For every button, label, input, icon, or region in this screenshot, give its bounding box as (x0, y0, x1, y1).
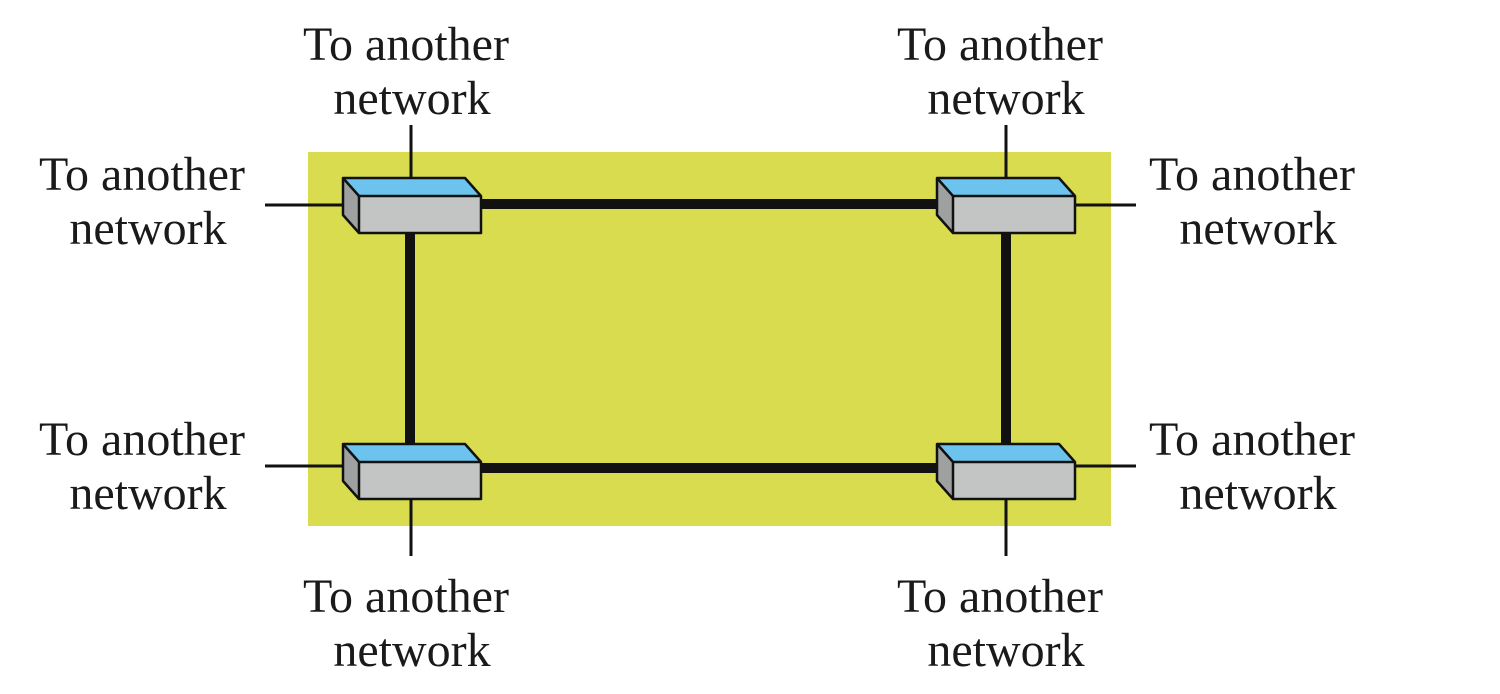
label-left-upper: To another network (39, 148, 257, 255)
ring-trunk (405, 199, 1011, 473)
network-switch-icon (341, 176, 483, 235)
label-right-lower: To another network (1149, 413, 1367, 520)
label-top-left: To another network (303, 18, 521, 125)
label-left-lower: To another network (39, 413, 257, 520)
switch-top-right (935, 176, 1077, 235)
switch-top-left (341, 176, 483, 235)
switch-bottom-right (935, 442, 1077, 501)
switch-bottom-left (341, 442, 483, 501)
external-links (265, 125, 1136, 556)
label-bottom-right: To another network (897, 570, 1115, 677)
network-switch-icon (935, 442, 1077, 501)
label-right-upper: To another network (1149, 148, 1367, 255)
network-switch-icon (935, 176, 1077, 235)
switches (341, 176, 1077, 501)
labels: To another network To another network To… (39, 18, 1367, 677)
network-switch-icon (341, 442, 483, 501)
label-top-right: To another network (897, 18, 1115, 125)
label-bottom-left: To another network (303, 570, 521, 677)
